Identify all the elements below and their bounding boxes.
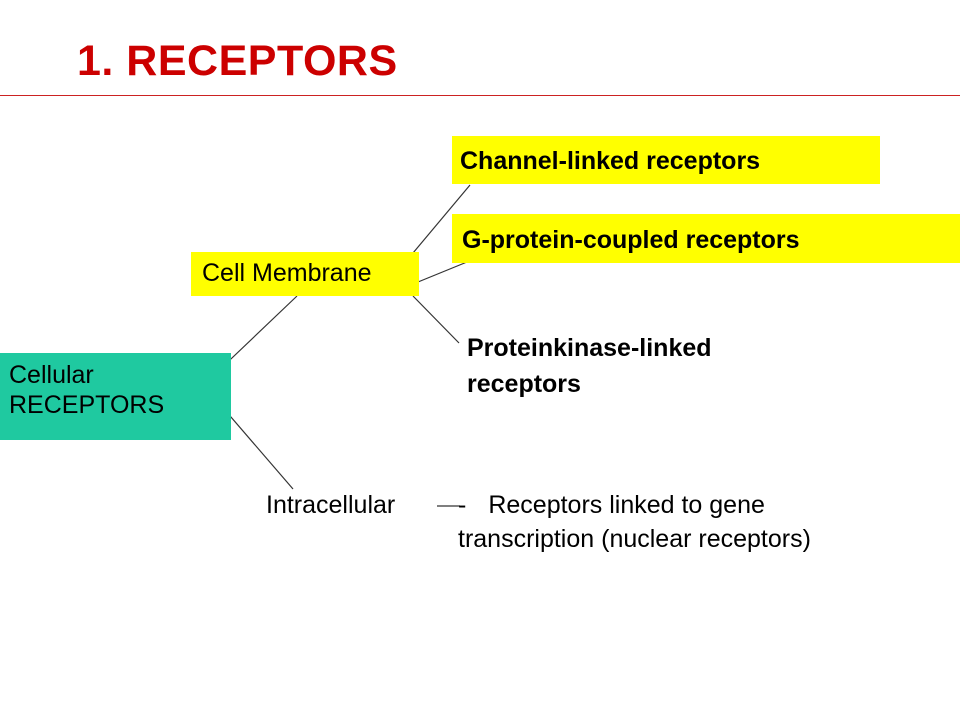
node-g-protein-coupled-label: G-protein-coupled receptors bbox=[462, 226, 800, 254]
node-channel-linked: Channel-linked receptors bbox=[452, 136, 880, 184]
node-cellular-receptors: Cellular RECEPTORS bbox=[0, 353, 231, 440]
node-channel-linked-label: Channel-linked receptors bbox=[460, 147, 761, 175]
node-intracellular: Intracellular bbox=[266, 491, 396, 519]
connector-membrane-to-gprotein bbox=[417, 261, 468, 283]
node-nuclear-line1-text: Receptors linked to gene bbox=[488, 491, 765, 519]
node-cellular-receptors-line1: Cellular bbox=[9, 361, 94, 389]
connector-membrane-to-proteinkinase bbox=[412, 295, 460, 344]
node-nuclear-line1: -Receptors linked to gene bbox=[458, 490, 811, 520]
connector-membrane-to-channel bbox=[412, 184, 471, 254]
node-proteinkinase-linked: Proteinkinase-linked receptors bbox=[467, 333, 712, 399]
node-g-protein-coupled: G-protein-coupled receptors bbox=[452, 214, 960, 263]
node-proteinkinase-line2: receptors bbox=[467, 370, 581, 398]
node-cellular-receptors-line2: RECEPTORS bbox=[9, 391, 165, 419]
node-nuclear-line2: transcription (nuclear receptors) bbox=[458, 525, 811, 553]
node-cell-membrane: Cell Membrane bbox=[191, 252, 419, 296]
node-nuclear-dash: - bbox=[458, 491, 467, 519]
title-divider bbox=[0, 95, 960, 96]
page-title: 1. RECEPTORS bbox=[77, 37, 398, 85]
node-nuclear-receptors: -Receptors linked to gene transcription … bbox=[458, 490, 811, 554]
node-proteinkinase-line1: Proteinkinase-linked bbox=[467, 334, 712, 362]
node-cell-membrane-label: Cell Membrane bbox=[202, 259, 372, 287]
